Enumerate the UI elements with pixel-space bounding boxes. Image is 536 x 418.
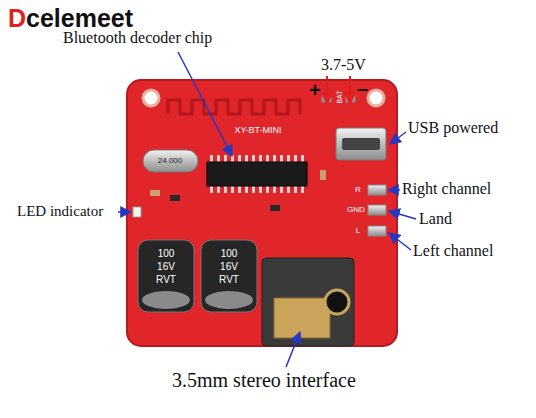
callout-label: Left channel	[413, 243, 493, 259]
mounting-hole	[368, 90, 384, 106]
callout-label: USB powered	[408, 120, 498, 136]
pin-name: R	[355, 186, 361, 194]
led	[133, 207, 141, 217]
crystal	[143, 150, 198, 172]
capacitor-base	[142, 291, 190, 309]
leader-arrow	[389, 233, 411, 250]
smd-part	[170, 195, 180, 201]
callout-label: 3.5mm stereo interface	[172, 370, 356, 390]
pcb-board	[127, 80, 397, 346]
board-marking: XY-BT-MINI	[234, 126, 281, 135]
smd-part	[270, 205, 280, 211]
leader-arrow	[178, 52, 232, 156]
polarity-mark: +	[309, 80, 321, 100]
audio-pad	[368, 185, 386, 195]
audio-pad	[368, 205, 386, 215]
capacitor-base	[205, 291, 253, 309]
jack-contact	[274, 298, 330, 338]
pin-name: BAT	[336, 90, 343, 103]
decoder-chip	[207, 162, 307, 186]
audio-jack	[262, 258, 354, 346]
callout-label: LED indicator	[17, 204, 103, 219]
leader-arrow	[390, 132, 406, 144]
smd-part	[320, 170, 326, 180]
callout-label: Bluetooth decoder chip	[63, 30, 212, 46]
leader-arrow	[326, 76, 328, 104]
jack-opening	[325, 290, 349, 314]
callout-label: Right channel	[402, 181, 491, 197]
brand-watermark: Dcelemeet	[8, 6, 133, 31]
smd-part	[150, 190, 160, 196]
capacitor	[201, 240, 257, 312]
part-marking: 24.000	[158, 157, 182, 165]
part-marking: 16V	[220, 262, 238, 272]
leader-arrow	[349, 76, 351, 104]
usb-connector	[336, 128, 386, 160]
leader-arrow	[388, 189, 400, 191]
leader-arrow	[286, 332, 300, 367]
part-marking: 100	[158, 249, 175, 259]
pin-name: L	[356, 227, 360, 235]
part-marking: 16V	[157, 262, 175, 272]
part-marking: RVT	[156, 275, 176, 285]
voltage-label: 3.7-5V	[321, 57, 366, 73]
part-marking: RVT	[219, 275, 239, 285]
leader-arrow	[118, 211, 131, 213]
callout-label: Land	[419, 211, 452, 227]
leader-arrow	[389, 211, 416, 219]
pcb-antenna	[168, 100, 300, 114]
part-marking: 100	[221, 249, 238, 259]
capacitor	[138, 240, 194, 312]
usb-slot	[342, 138, 380, 150]
audio-pad	[368, 226, 386, 236]
pin-name: GND	[347, 206, 365, 214]
polarity-mark: –	[357, 78, 368, 98]
mounting-hole	[143, 90, 159, 106]
